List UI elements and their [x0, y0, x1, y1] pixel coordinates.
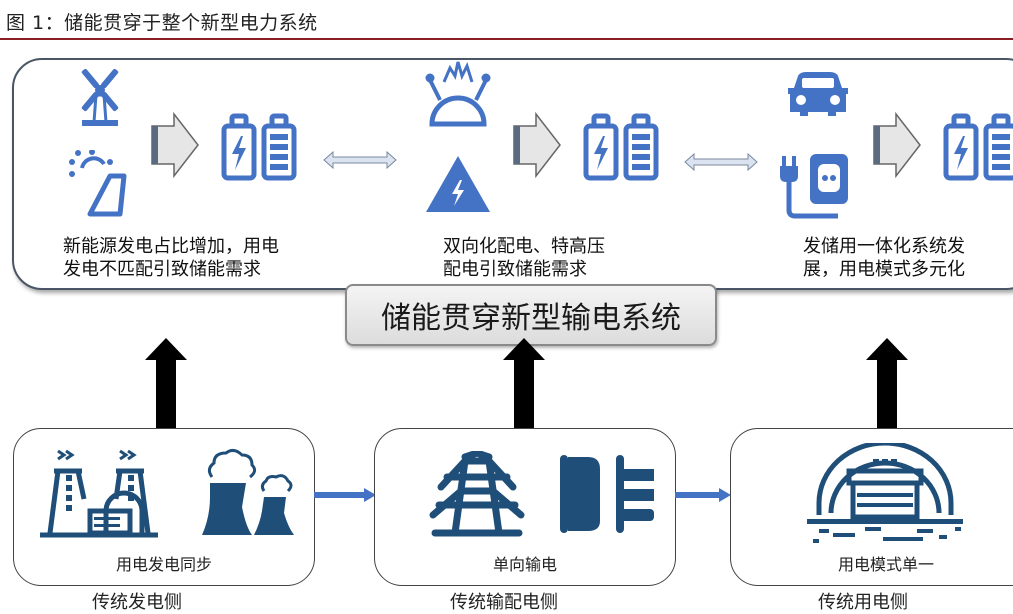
bottom-box-transmission: 单向输电 — [374, 428, 676, 586]
clipped-section-label: 传统输配电侧 — [450, 592, 558, 613]
center-label: 储能贯穿新型输电系统 — [345, 284, 717, 346]
warning-lightning-icon — [426, 156, 490, 212]
figure-title: 图 1：储能贯穿于整个新型电力系统 — [6, 12, 318, 34]
battery-pair-icon — [943, 113, 1013, 181]
bottom-box-caption: 用电模式单一 — [837, 555, 934, 574]
stage-caption-line: 发电不匹配引致储能需求 — [63, 259, 261, 280]
up-arrow-icon — [145, 338, 187, 430]
bottom-box-caption: 用电发电同步 — [115, 555, 212, 574]
flow-arrow-icon — [513, 112, 561, 178]
factory-building-icon — [807, 443, 963, 543]
clipped-section-label: 传统用电侧 — [818, 592, 908, 613]
clipped-section-label: 传统发电侧 — [92, 592, 182, 613]
bidirectional-arrow-icon — [323, 150, 397, 170]
bottom-box-caption: 单向输电 — [492, 555, 557, 574]
stage-caption-line: 新能源发电占比增加，用电 — [63, 236, 279, 257]
stage-caption-line: 双向化配电、特高压 — [443, 236, 605, 257]
substation-icon — [560, 455, 654, 533]
bidirectional-arrow-icon — [684, 152, 758, 172]
up-arrow-icon — [503, 338, 545, 430]
up-arrow-icon — [866, 338, 908, 430]
plug-socket-icon — [780, 154, 848, 219]
title-divider — [0, 38, 1013, 40]
solar-panel-icon — [69, 150, 127, 217]
battery-pair-icon — [583, 113, 659, 181]
connector-arrow-icon — [675, 488, 731, 502]
wind-turbine-icon — [81, 68, 119, 126]
stage-caption-line: 展，用电模式多元化 — [803, 259, 965, 280]
stage-caption-line: 配电引致储能需求 — [443, 259, 587, 280]
nuclear-plant-icon — [40, 449, 158, 538]
bottom-box-consumption: 用电模式单一 — [730, 428, 1013, 586]
connector-arrow-icon — [314, 488, 376, 502]
stage-caption-line: 发储用一体化系统发 — [803, 236, 965, 257]
high-voltage-icon — [425, 61, 491, 127]
cooling-tower-icon — [202, 448, 294, 535]
transmission-tower-icon — [429, 451, 525, 537]
flow-arrow-icon — [873, 112, 921, 178]
flow-arrow-icon — [151, 112, 199, 178]
bottom-box-generation: 用电发电同步 — [13, 428, 315, 586]
battery-pair-icon — [221, 113, 297, 181]
car-icon — [788, 72, 848, 116]
